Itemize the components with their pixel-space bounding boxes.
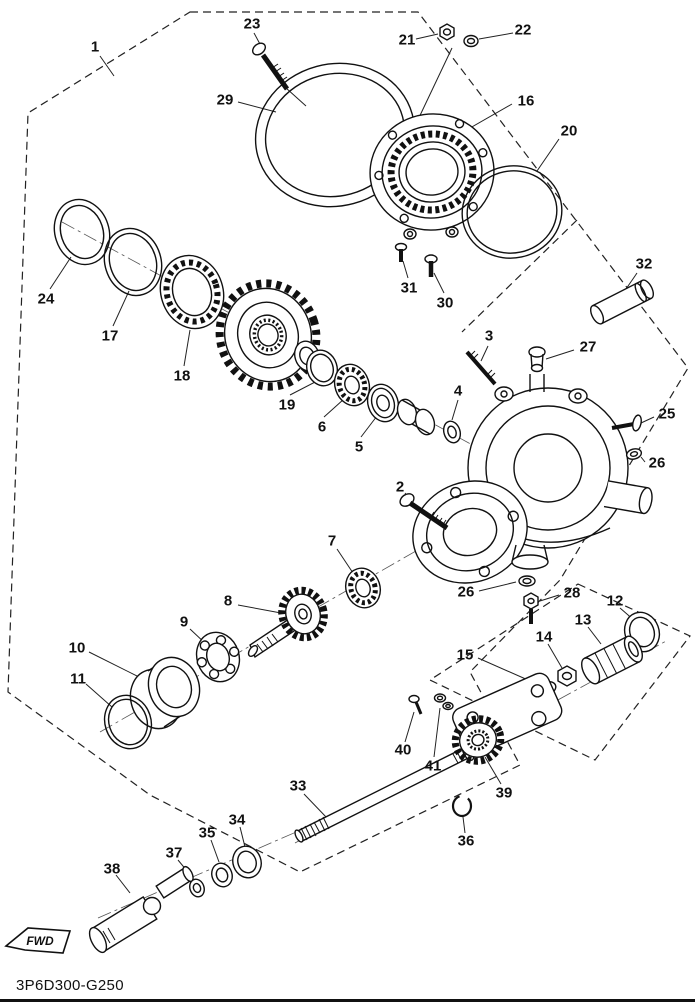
part-9-ball-bearing — [195, 631, 241, 683]
part-callout-6: 6 — [317, 418, 327, 436]
part-27-breather-plug — [528, 346, 546, 373]
part-callout-31: 31 — [400, 279, 418, 297]
part-callout-9: 9 — [179, 613, 189, 631]
part-callout-12: 12 — [606, 592, 624, 610]
part-16-mount-tabs — [403, 226, 459, 240]
part-callout-40: 40 — [394, 741, 412, 759]
fwd-arrow — [4, 927, 72, 954]
part-ring-gear — [215, 279, 321, 391]
part-callout-19: 19 — [278, 396, 296, 414]
fwd-label: FWD — [26, 934, 54, 948]
part-callout-30: 30 — [436, 294, 454, 312]
part-callout-29: 29 — [216, 91, 234, 109]
part-callout-26: 26 — [457, 583, 475, 601]
part-11-o-ring — [103, 694, 153, 750]
part-14-nut — [557, 665, 577, 687]
part-callout-34: 34 — [228, 811, 246, 829]
part-23-bolt — [251, 42, 290, 91]
part-22-washer — [463, 34, 479, 48]
part-16-bearing-housing — [369, 113, 495, 231]
part-2-bolt — [399, 493, 449, 531]
part-37-washer — [189, 878, 205, 898]
part-33-drive-shaft — [294, 743, 480, 843]
part-32-tube — [589, 279, 655, 325]
part-callout-11: 11 — [70, 670, 86, 688]
part-6-bearing — [333, 363, 371, 407]
part-callout-15: 15 — [456, 646, 474, 664]
part-34-washer — [232, 845, 262, 879]
part-callout-5: 5 — [354, 438, 364, 456]
part-callout-35: 35 — [198, 824, 216, 842]
part-callout-10: 10 — [68, 639, 86, 657]
part-callout-25: 25 — [658, 405, 676, 423]
part-callout-24: 24 — [37, 290, 55, 308]
part-39-gear — [451, 715, 505, 765]
diagram-code: 3P6D300-G250 — [16, 977, 124, 994]
part-18-roller-bearing — [159, 254, 225, 330]
part-26-gasket-washer-right — [625, 448, 643, 460]
part-31-bolt — [394, 242, 408, 262]
part-callout-38: 38 — [103, 860, 121, 878]
part-callout-32: 32 — [635, 255, 653, 273]
part-19-shim-ring — [305, 349, 339, 387]
part-callout-21: 21 — [398, 31, 416, 49]
part-callout-2: 2 — [395, 478, 405, 496]
part-callout-28: 28 — [563, 584, 581, 602]
part-callout-39: 39 — [495, 784, 513, 802]
part-callout-23: 23 — [243, 15, 261, 33]
part-callout-22: 22 — [514, 21, 532, 39]
part-3-stud-bolt — [465, 350, 497, 386]
part-21-nut — [439, 23, 455, 41]
part-25-bolt — [611, 414, 642, 432]
part-5-oil-seal — [366, 383, 400, 423]
part-26-gasket-washer-bottom — [518, 575, 536, 587]
part-callout-27: 27 — [579, 338, 597, 356]
part-final-drive-housing — [412, 374, 653, 584]
leader-lines — [49, 32, 655, 894]
part-callout-16: 16 — [517, 92, 535, 110]
part-callout-41: 41 — [424, 757, 442, 775]
part-4-cup — [442, 420, 462, 444]
part-callout-33: 33 — [289, 777, 307, 795]
part-20-o-ring — [461, 165, 563, 259]
part-35-washer — [211, 862, 233, 888]
part-callout-7: 7 — [327, 532, 337, 550]
part-10-bearing-retainer — [129, 656, 201, 730]
part-13-coupling — [581, 635, 643, 685]
part-callout-3: 3 — [484, 327, 494, 345]
part-callout-37: 37 — [165, 844, 183, 862]
part-41-washers — [433, 693, 454, 711]
part-callout-18: 18 — [173, 367, 191, 385]
part-8-drive-pinion — [247, 586, 328, 659]
bottom-rule — [0, 999, 695, 1002]
part-7-bearing — [344, 567, 382, 609]
part-17-o-ring — [103, 227, 163, 297]
part-callout-4: 4 — [453, 382, 463, 400]
part-callout-26: 26 — [648, 454, 666, 472]
part-40-bolt — [408, 694, 423, 715]
part-callout-13: 13 — [574, 611, 592, 629]
part-callout-36: 36 — [457, 832, 475, 850]
part-callout-14: 14 — [535, 628, 553, 646]
part-28-drain-bolt — [523, 592, 539, 624]
part-30-bolt — [424, 254, 438, 277]
part-24-spacer-ring — [53, 198, 111, 266]
part-38-universal-joint — [88, 865, 194, 954]
part-36-circlip — [451, 794, 473, 818]
part-29-retaining-ring — [254, 62, 416, 208]
part-callout-1: 1 — [90, 38, 100, 56]
part-callout-8: 8 — [223, 592, 233, 610]
part-collar — [396, 398, 436, 436]
part-callout-20: 20 — [560, 122, 578, 140]
part-callout-17: 17 — [101, 327, 119, 345]
